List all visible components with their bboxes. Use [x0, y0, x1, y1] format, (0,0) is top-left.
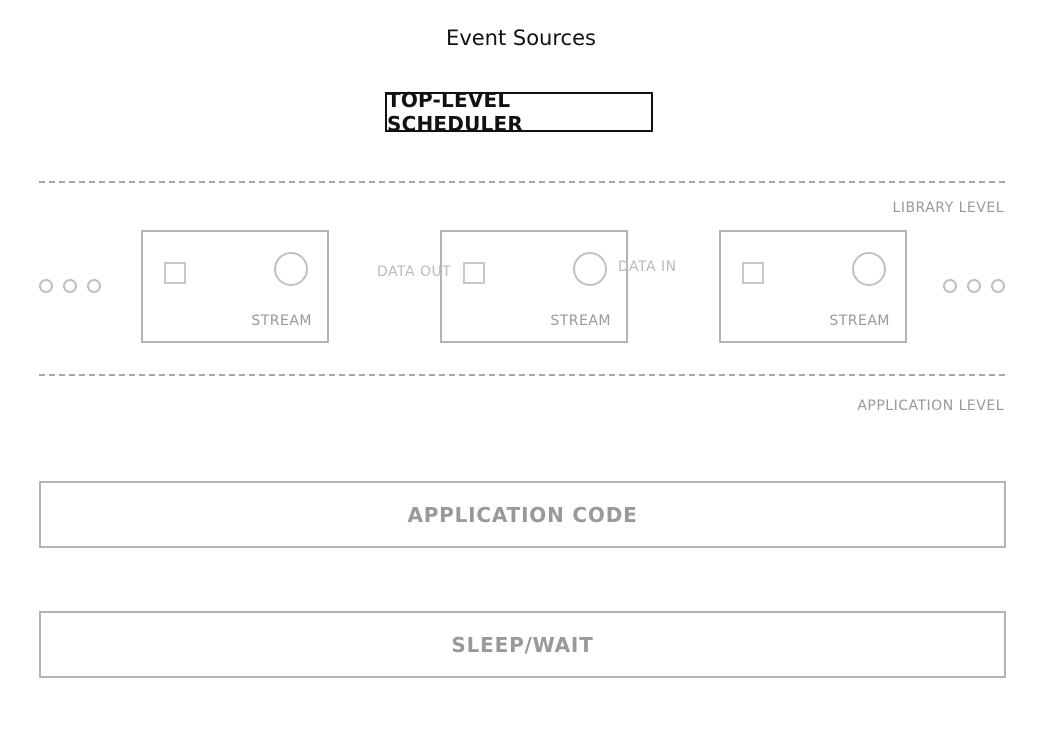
- ellipsis-dot-right-2: [967, 279, 981, 293]
- library-level-divider: [39, 181, 1005, 183]
- top-level-scheduler-box: TOP-LEVEL SCHEDULER: [385, 88, 653, 136]
- application-level-divider: [39, 374, 1005, 376]
- sleep-wait-block: SLEEP/WAIT: [39, 611, 1006, 678]
- stream-input-circle-icon: [573, 252, 607, 286]
- ellipsis-dot-left-2: [63, 279, 77, 293]
- stream-input-circle-icon: [274, 252, 308, 286]
- stream-box-2: STREAM: [440, 230, 628, 343]
- stream-box-3: STREAM: [719, 230, 907, 343]
- stream-output-square-icon: [164, 262, 186, 284]
- stream-output-square-icon: [742, 262, 764, 284]
- application-code-block: APPLICATION CODE: [39, 481, 1006, 548]
- diagram-title: Event Sources: [446, 26, 596, 50]
- stream-label: STREAM: [829, 313, 890, 329]
- ellipsis-dot-left-1: [39, 279, 53, 293]
- stream-input-circle-icon: [852, 252, 886, 286]
- scheduler-label: TOP-LEVEL SCHEDULER: [387, 88, 523, 136]
- stream-label: STREAM: [550, 313, 611, 329]
- stream-output-square-icon: [463, 262, 485, 284]
- ellipsis-dot-left-3: [87, 279, 101, 293]
- application-level-label: APPLICATION LEVEL: [857, 398, 1004, 414]
- application-code-label: APPLICATION CODE: [407, 502, 638, 527]
- stream-label: STREAM: [251, 313, 312, 329]
- ellipsis-dot-right-1: [943, 279, 957, 293]
- ellipsis-dot-right-3: [991, 279, 1005, 293]
- data-in-label: DATA IN: [618, 259, 677, 275]
- data-out-label: DATA OUT: [377, 264, 452, 280]
- library-level-label: LIBRARY LEVEL: [892, 200, 1004, 216]
- stream-box-1: STREAM: [141, 230, 329, 343]
- sleep-wait-label: SLEEP/WAIT: [451, 632, 594, 657]
